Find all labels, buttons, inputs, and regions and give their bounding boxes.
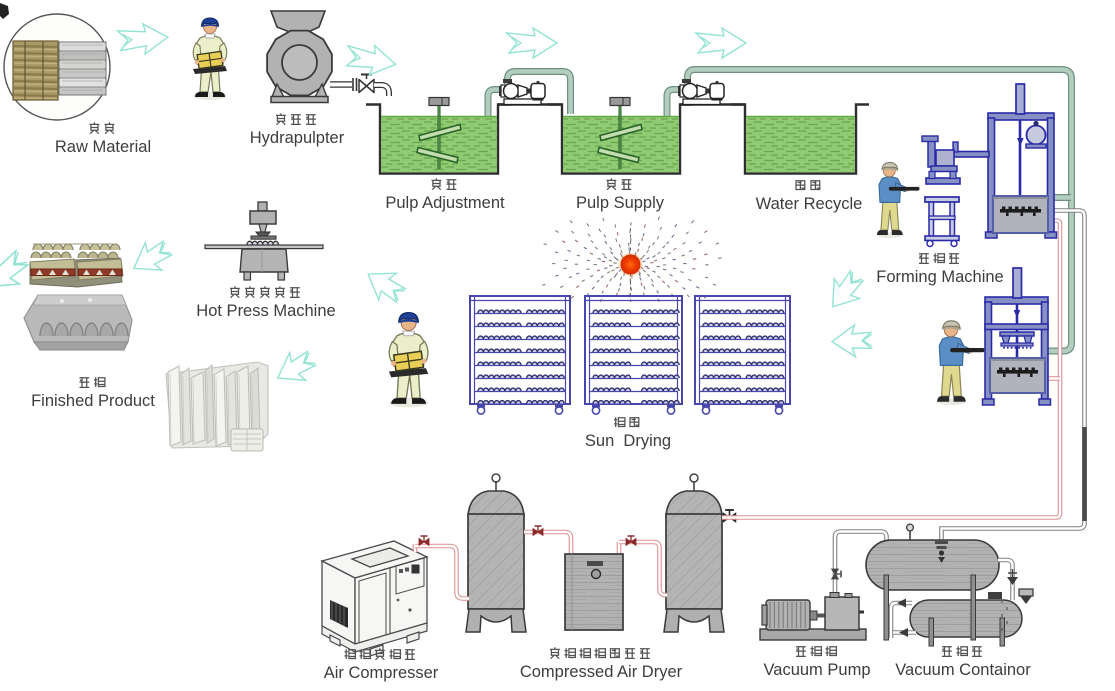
svg-text:Raw Material: Raw Material [55, 138, 151, 156]
svg-text:Air Compresser: Air Compresser [324, 664, 439, 682]
svg-text:Water Recycle: Water Recycle [756, 195, 863, 213]
svg-text:Hot Press Machine: Hot Press Machine [196, 302, 335, 320]
svg-text:Forming Machine: Forming Machine [876, 268, 1003, 286]
svg-text:Pulp Adjustment: Pulp Adjustment [385, 194, 505, 212]
svg-text:Sun Drying: Sun Drying [585, 432, 671, 450]
svg-text:Hydrapulpter: Hydrapulpter [250, 129, 345, 147]
svg-text:Vacuum Pump: Vacuum Pump [764, 661, 871, 679]
svg-text:Vacuum Containor: Vacuum Containor [895, 661, 1031, 679]
svg-text:Finished Product: Finished Product [31, 392, 155, 410]
svg-text:Pulp Supply: Pulp Supply [576, 194, 665, 212]
svg-text:Compressed Air Dryer: Compressed Air Dryer [520, 663, 683, 681]
